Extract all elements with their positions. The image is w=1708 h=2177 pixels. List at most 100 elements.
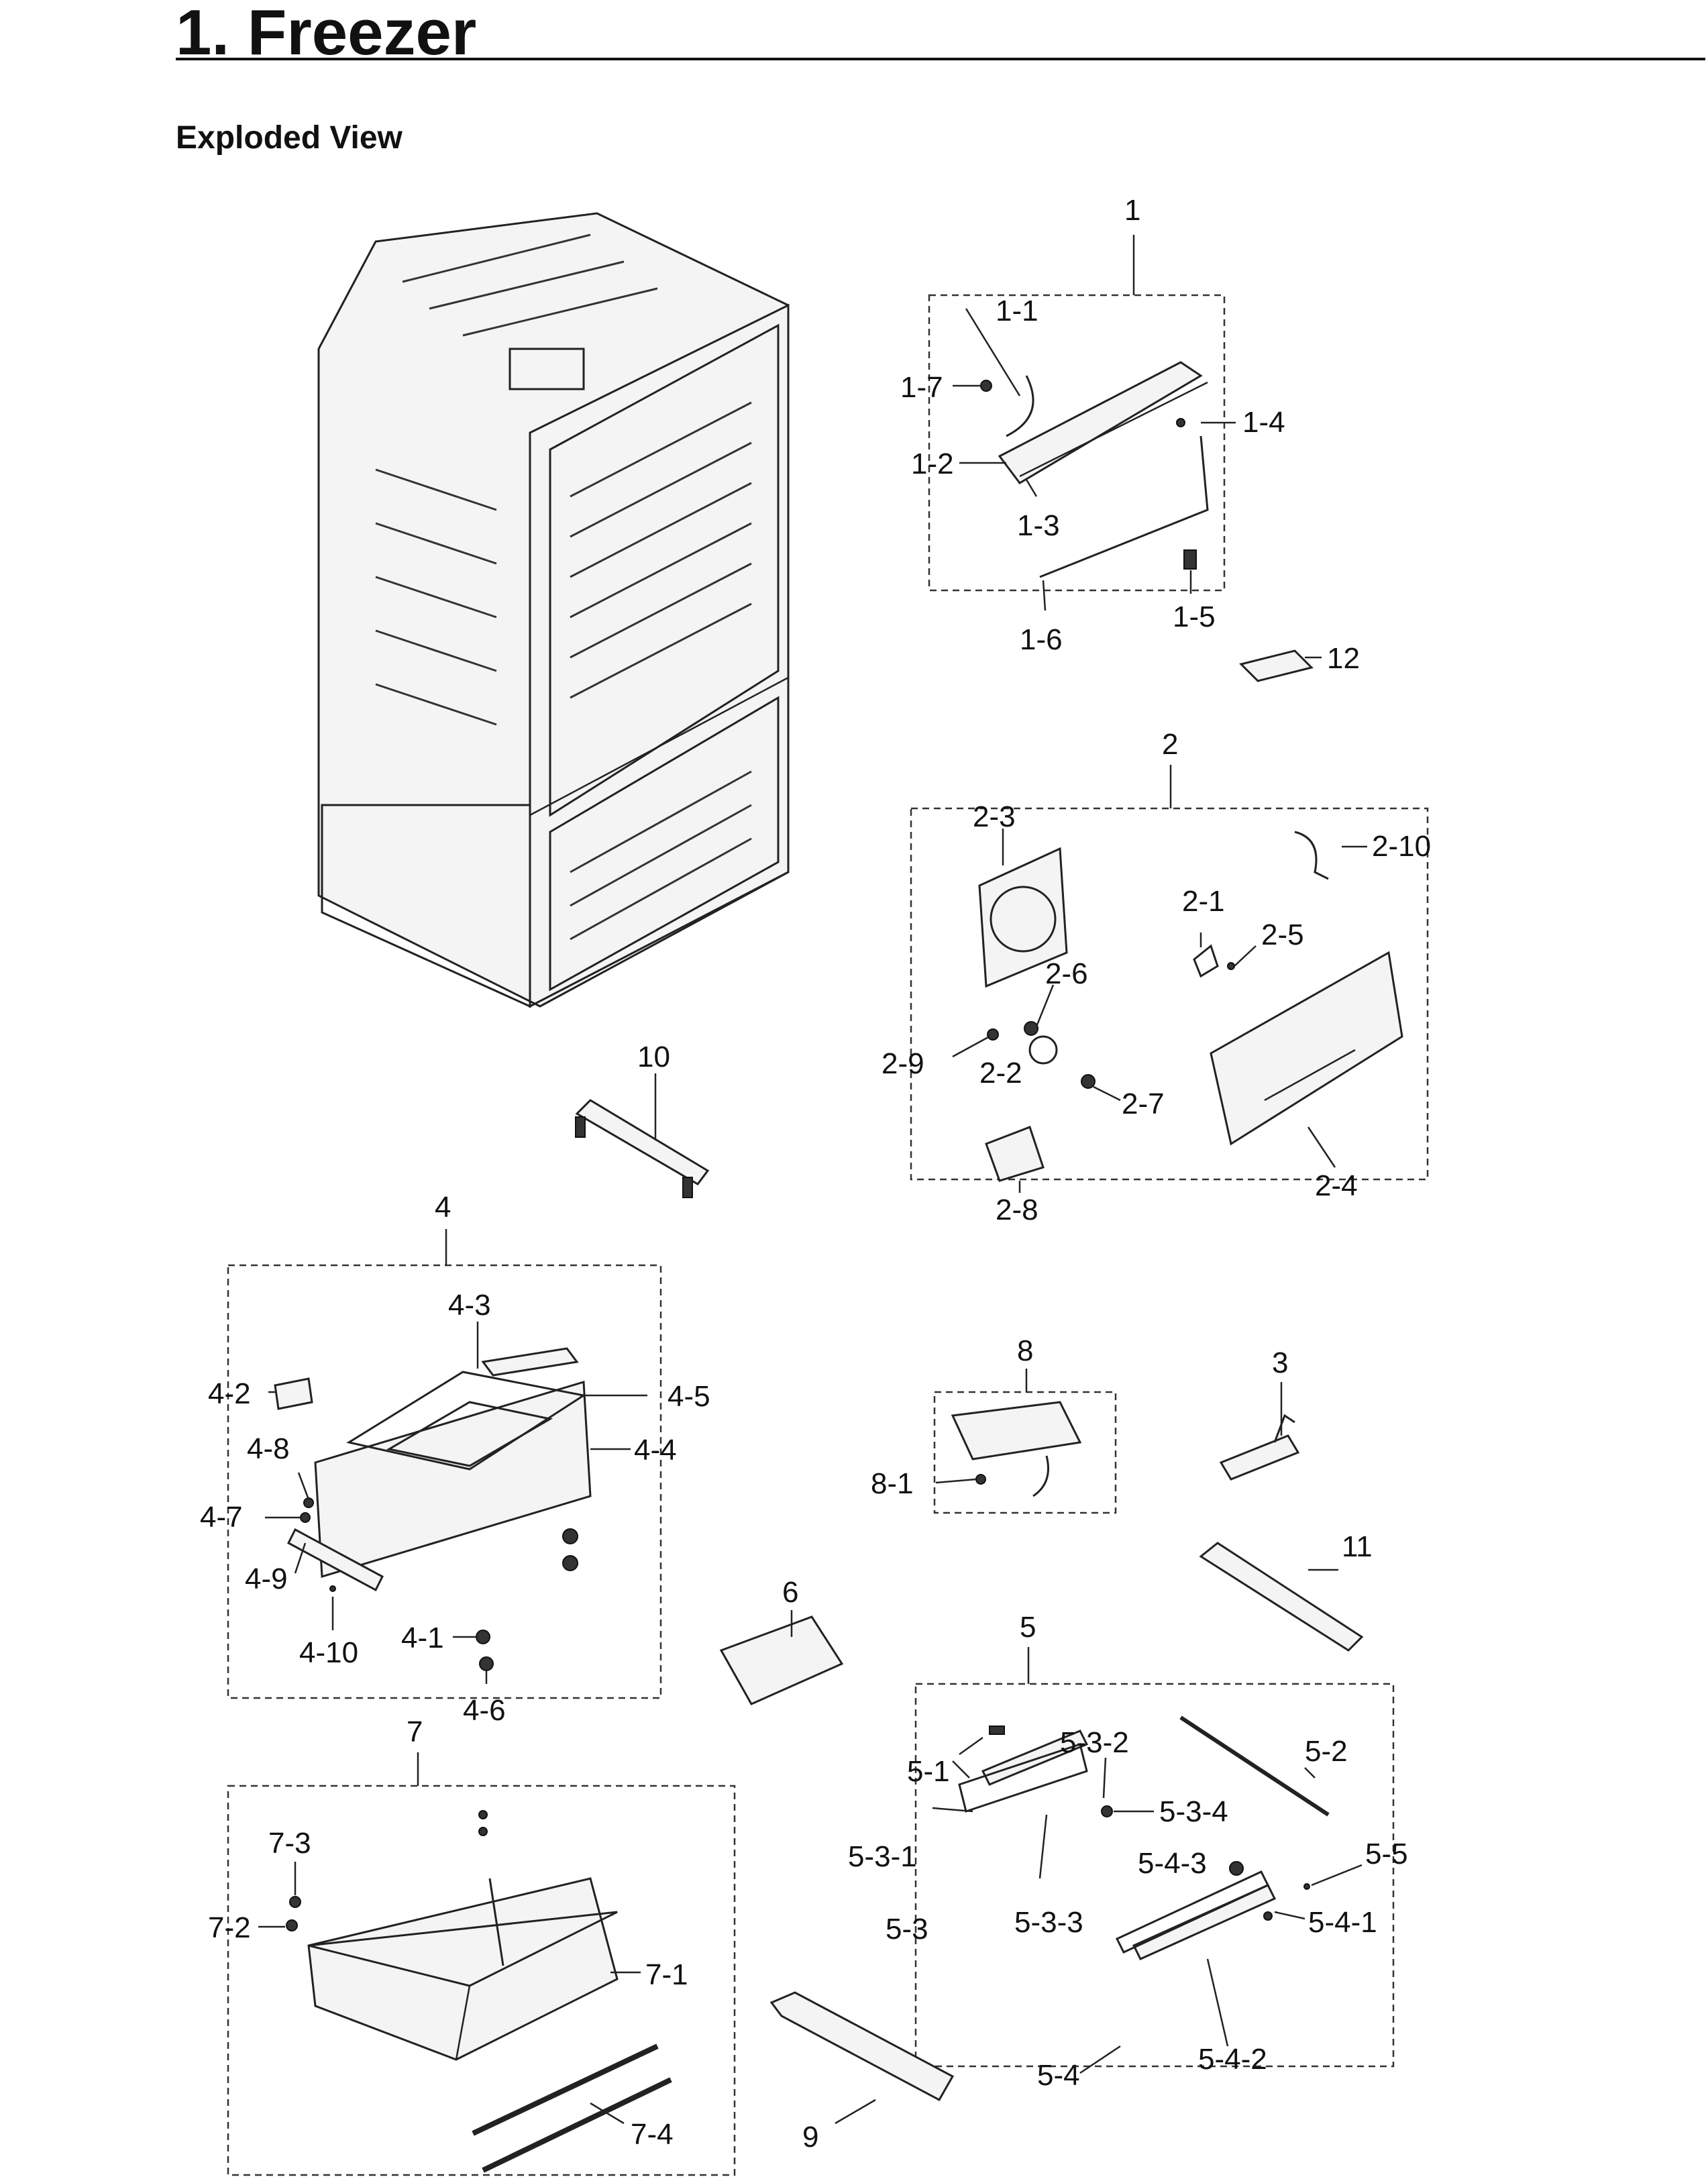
title-rule — [176, 58, 1705, 60]
part-5-4-1-drawing — [1263, 1911, 1273, 1921]
label-4-8: 4-8 — [247, 1432, 290, 1465]
label-2-3: 2-3 — [973, 800, 1016, 833]
label-4-1: 4-1 — [401, 1622, 444, 1654]
part-2-6-drawing — [1024, 1021, 1038, 1036]
label-1: 1 — [1124, 194, 1140, 227]
label-3: 3 — [1272, 1346, 1288, 1379]
label-2-4: 2-4 — [1315, 1169, 1358, 1202]
label-7-1: 7-1 — [645, 1958, 688, 1991]
part-4-8-drawing — [303, 1497, 314, 1508]
label-2-5: 2-5 — [1261, 918, 1304, 951]
part-5-1-drawing — [989, 1725, 1005, 1735]
part-group-4: 4 4-3 4-2 4-5 4-8 4-4 4-7 4-9 4-1 4-10 4… — [200, 1191, 710, 1727]
label-5-3-2: 5-3-2 — [1060, 1726, 1129, 1759]
part-10: 10 — [575, 1041, 710, 1198]
part-5-4-drawing — [1115, 1870, 1270, 1954]
label-5-1: 5-1 — [907, 1755, 950, 1788]
label-8: 8 — [1017, 1334, 1033, 1367]
label-5: 5 — [1020, 1611, 1036, 1644]
label-11: 11 — [1342, 1530, 1373, 1563]
part-12: 12 — [1239, 642, 1360, 682]
part-1-4-drawing — [1176, 418, 1185, 427]
part-1-5-drawing — [1183, 549, 1197, 570]
label-7-3: 7-3 — [268, 1827, 311, 1860]
label-7-4: 7-4 — [631, 2118, 674, 2151]
vent-panel-drawing — [509, 348, 585, 390]
part-4-7-drawing — [300, 1512, 311, 1523]
part-1-7-drawing — [980, 380, 992, 392]
label-4-3: 4-3 — [448, 1289, 491, 1322]
part-2-3-drawing — [978, 847, 1068, 988]
label-1-1: 1-1 — [996, 295, 1038, 327]
part-7-1-drawing — [307, 1877, 619, 2061]
part-5-3-4-drawing — [1101, 1805, 1113, 1817]
label-1-3: 1-3 — [1017, 509, 1060, 542]
label-5-4-2: 5-4-2 — [1198, 2043, 1267, 2076]
part-7-3-drawing — [289, 1896, 301, 1908]
label-4-9: 4-9 — [245, 1562, 288, 1595]
label-7-2: 7-2 — [208, 1911, 251, 1944]
part-group-2: 2 2-3 2-10 2-1 2-5 2-6 2-9 2-2 2-7 2-4 2… — [882, 728, 1431, 1226]
label-5-2: 5-2 — [1305, 1735, 1348, 1768]
part-group-5: 5 5-2 5-3-2 5-1 5-3-4 5-5 5-3-1 5-4-3 5-… — [848, 1611, 1408, 2092]
label-1-7: 1-7 — [900, 371, 943, 404]
part-5-2-drawing — [1179, 1715, 1330, 1817]
part-1-6-drawing — [1039, 435, 1209, 578]
part-4-10-drawing — [329, 1585, 336, 1592]
label-1-5: 1-5 — [1173, 600, 1216, 633]
label-5-3: 5-3 — [886, 1913, 928, 1946]
label-4-5: 4-5 — [668, 1380, 710, 1413]
part-2-10-drawing — [1294, 831, 1329, 880]
part-group-8: 8 8-1 — [871, 1334, 1117, 1514]
label-1-4: 1-4 — [1242, 406, 1285, 439]
part-4-4-drawing — [314, 1381, 592, 1578]
label-4-2: 4-2 — [208, 1377, 251, 1410]
label-2-6: 2-6 — [1045, 957, 1088, 990]
label-5-5: 5-5 — [1365, 1838, 1408, 1870]
label-2-10: 2-10 — [1372, 830, 1431, 863]
freezer-cabinet-drawing — [317, 212, 790, 1008]
part-4-2-drawing — [274, 1377, 313, 1410]
part-7-4-drawing — [472, 2043, 659, 2136]
label-5-4: 5-4 — [1037, 2059, 1080, 2092]
label-5-3-3: 5-3-3 — [1014, 1906, 1083, 1939]
part-1-2-drawing — [998, 361, 1203, 484]
part-4-9-drawing — [287, 1528, 384, 1592]
label-2-8: 2-8 — [996, 1193, 1038, 1226]
page-title: 1. Freezer — [176, 0, 477, 68]
label-9: 9 — [802, 2121, 818, 2154]
label-1-6: 1-6 — [1020, 623, 1063, 656]
part-2-4-drawing — [1210, 951, 1403, 1146]
part-9: 9 — [769, 1991, 955, 2154]
part-4-6-drawing — [479, 1656, 494, 1671]
label-10: 10 — [637, 1041, 670, 1073]
label-4-6: 4-6 — [463, 1694, 506, 1727]
part-6: 6 — [719, 1576, 844, 1705]
part-4-5-drawing — [481, 1347, 579, 1377]
label-2-7: 2-7 — [1122, 1087, 1165, 1120]
label-4: 4 — [435, 1191, 451, 1224]
part-2-2-drawing — [1028, 1035, 1058, 1065]
label-4-10: 4-10 — [299, 1636, 358, 1669]
part-5-4-3-drawing — [1229, 1861, 1244, 1876]
label-5-4-1: 5-4-1 — [1308, 1906, 1377, 1939]
part-2-9-drawing — [987, 1028, 999, 1041]
label-5-3-1: 5-3-1 — [848, 1840, 917, 1873]
part-7-2-drawing — [286, 1919, 298, 1931]
part-2-8-drawing — [985, 1126, 1045, 1182]
part-11: 11 — [1199, 1530, 1373, 1652]
part-2-5-drawing — [1227, 962, 1235, 970]
page-subtitle: Exploded View — [176, 120, 403, 156]
label-12: 12 — [1327, 642, 1360, 675]
label-2-2: 2-2 — [979, 1057, 1022, 1090]
part-2-7-drawing — [1081, 1074, 1096, 1089]
label-4-7: 4-7 — [200, 1501, 243, 1534]
label-2-9: 2-9 — [882, 1047, 924, 1080]
part-5-5-drawing — [1303, 1883, 1310, 1890]
label-2-1: 2-1 — [1182, 885, 1225, 918]
part-1-1-drawing — [1006, 375, 1034, 437]
label-8-1: 8-1 — [871, 1467, 914, 1500]
cabinet-hatching — [375, 233, 752, 941]
part-group-1: 1 1-1 1-7 1-4 1-2 1-3 1-6 1-5 — [900, 194, 1285, 656]
